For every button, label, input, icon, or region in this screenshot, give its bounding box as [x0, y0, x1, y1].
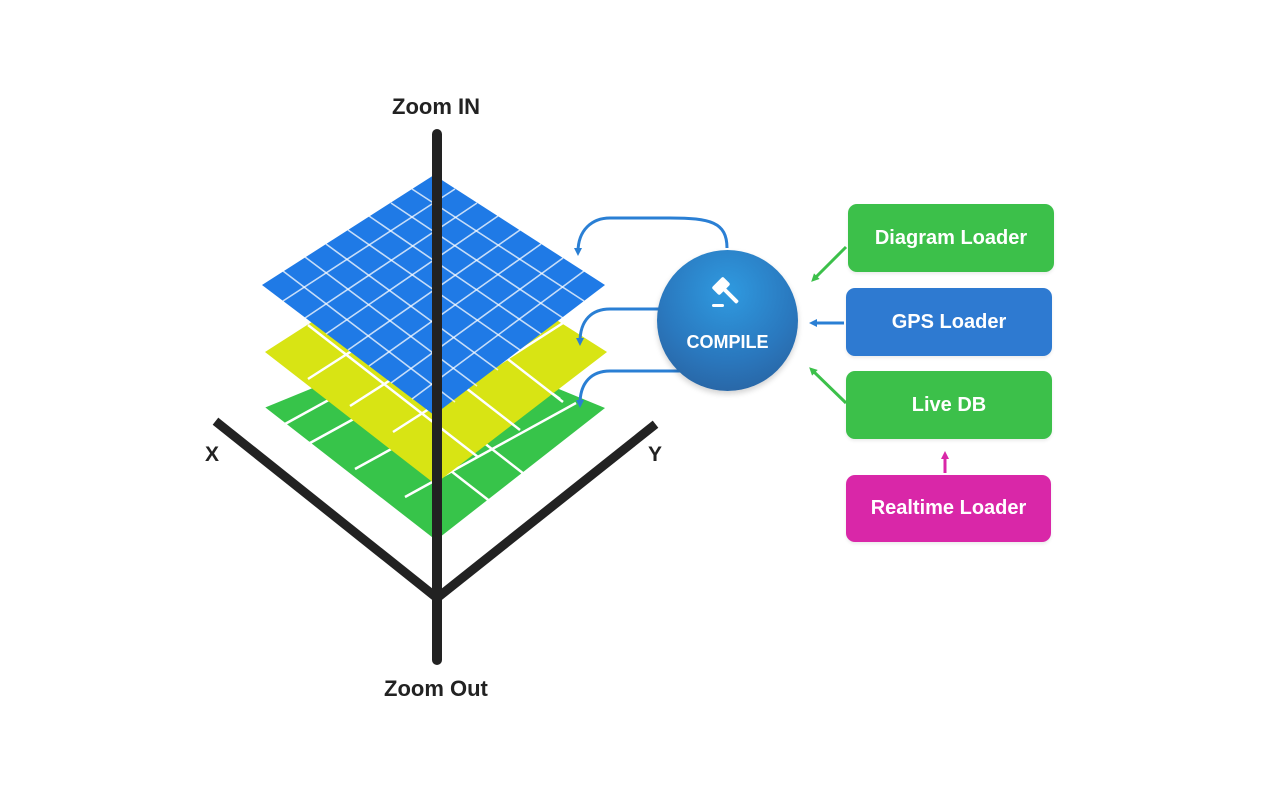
arrow-compile-to-middle-layer [576, 307, 664, 346]
compile-label: COMPILE [686, 332, 769, 352]
arrow-diagram-loader-to-compile [811, 245, 848, 282]
arrow-live-db-to-compile [809, 367, 848, 405]
live-db-box: Live DB [846, 371, 1052, 439]
arrow-compile-to-top-layer [574, 216, 729, 256]
zoom-out-label: Zoom Out [384, 676, 488, 701]
x-axis-label: X [205, 443, 220, 466]
gavel-icon [712, 277, 739, 307]
y-axis-line [430, 420, 659, 605]
gps-loader-box: GPS Loader [846, 288, 1052, 356]
y-axis-label: Y [648, 443, 663, 466]
diagram-loader-box: Diagram Loader [848, 204, 1054, 272]
realtime-loader-box: Realtime Loader [846, 475, 1051, 542]
x-axis-line [212, 417, 444, 605]
compile-node: COMPILE [657, 250, 798, 391]
arrow-compile-to-bottom-layer [576, 369, 682, 408]
zoom-in-label: Zoom IN [392, 94, 480, 119]
